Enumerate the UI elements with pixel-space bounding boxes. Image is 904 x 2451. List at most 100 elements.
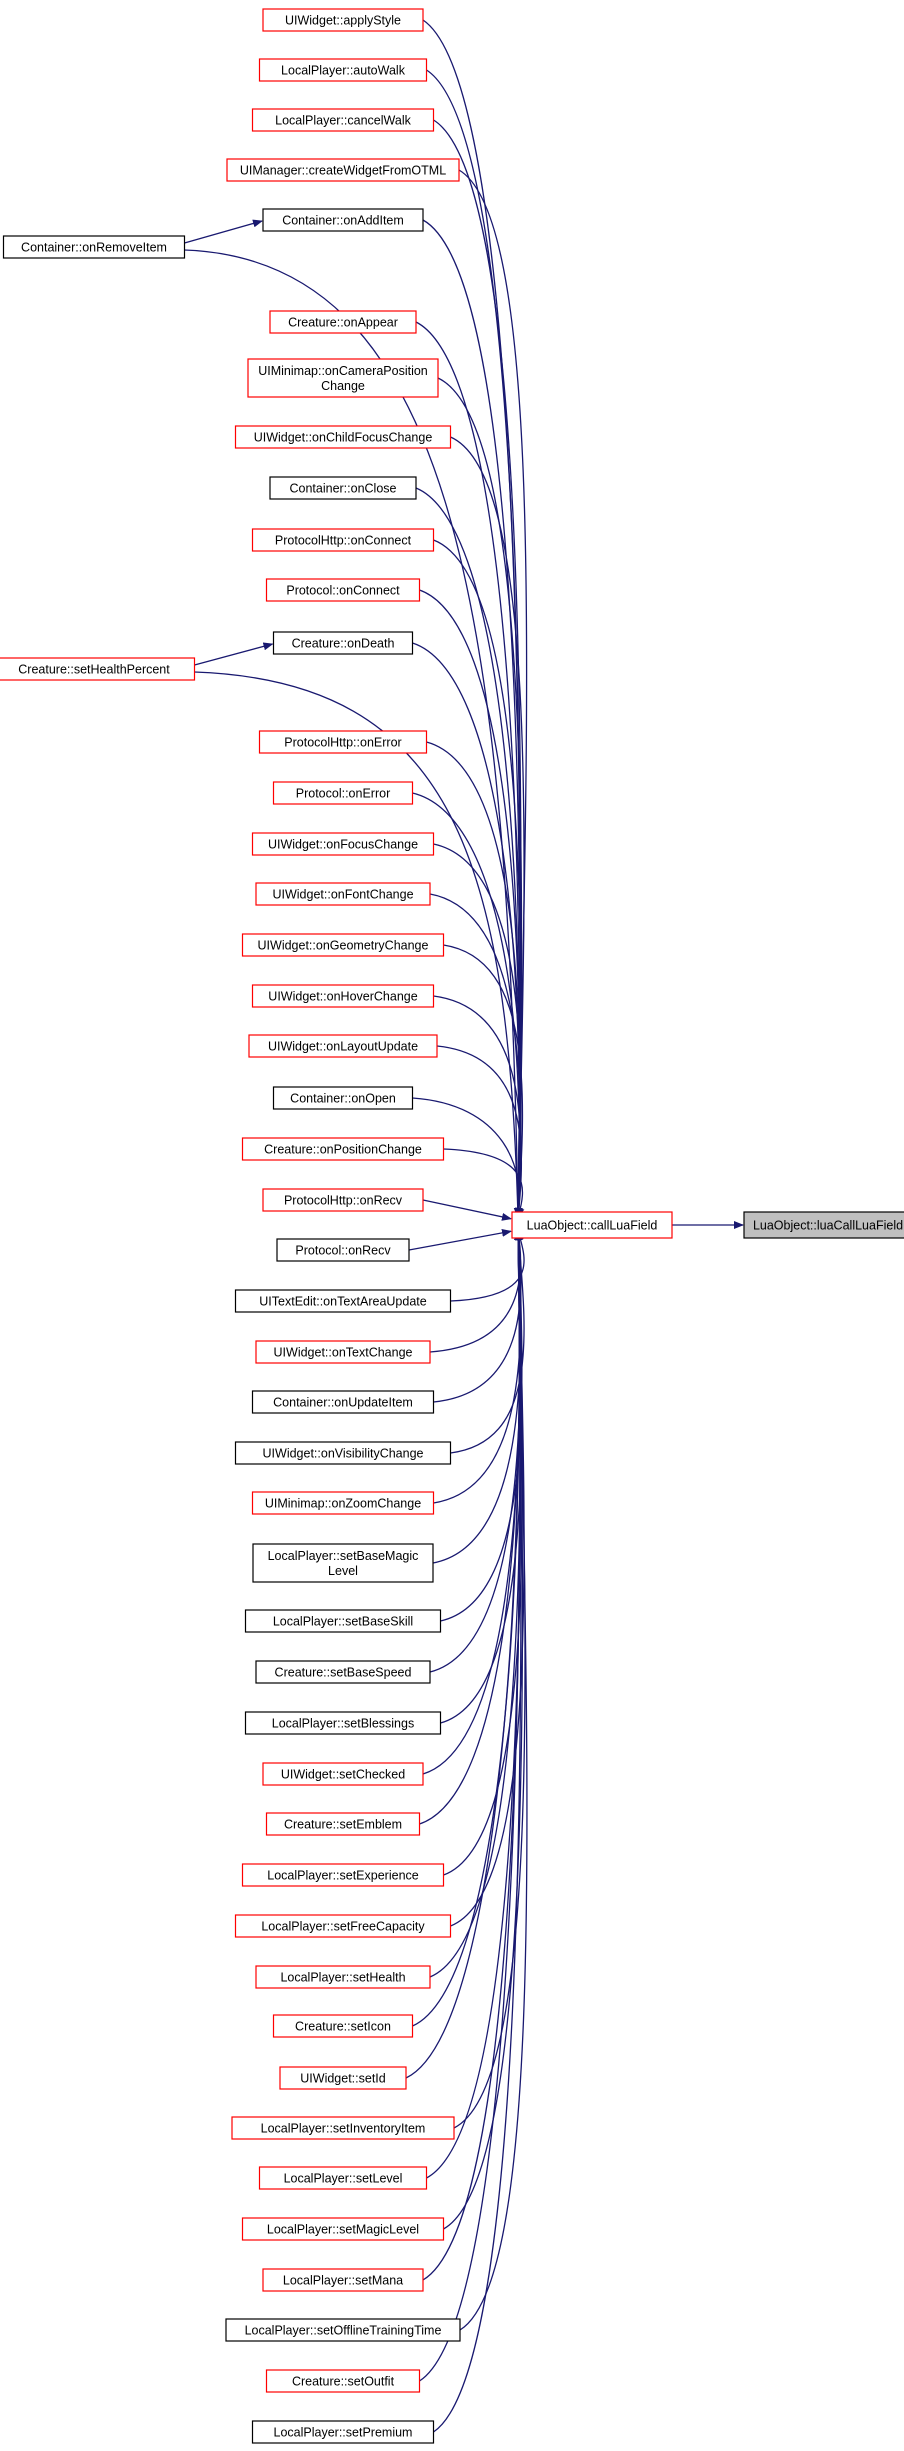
caller-node-uimanager_createwidgetfromotml[interactable]: UIManager::createWidgetFromOTML (226, 158, 460, 182)
node-label: ProtocolHttp::onRecv (284, 1194, 403, 1208)
caller-node-creature_setoutfit[interactable]: Creature::setOutfit (265, 2369, 421, 2393)
node-box (269, 310, 417, 334)
node-label: LocalPlayer::setExperience (267, 1869, 419, 1883)
caller-node-creature_onappear[interactable]: Creature::onAppear (269, 310, 417, 334)
node-box (248, 1034, 438, 1058)
caller-node-creature_ondeath[interactable]: Creature::onDeath (272, 631, 414, 655)
node-label: UIWidget::onHoverChange (268, 990, 417, 1004)
node-box (258, 2166, 428, 2190)
node-label: LocalPlayer::setMagicLevel (267, 2223, 419, 2237)
caller-node-uiwidget_onhoverchange[interactable]: UIWidget::onHoverChange (251, 984, 435, 1008)
caller-node-container_onclose[interactable]: Container::onClose (269, 476, 417, 500)
caller-node-localplayer_setmagiclevel[interactable]: LocalPlayer::setMagicLevel (241, 2217, 445, 2241)
edge-localplayer_setpremium (433, 1230, 523, 2433)
edge-protocol_onrecv (408, 1228, 512, 1251)
caller-node-localplayer_sethealth[interactable]: LocalPlayer::setHealth (255, 1965, 431, 1989)
node-label: UIWidget::onFontChange (272, 888, 413, 902)
caller-node-uitextedit_ontextareaupdate[interactable]: UITextEdit::onTextAreaUpdate (234, 1289, 452, 1313)
node-box (269, 476, 417, 500)
node-box (262, 1188, 424, 1212)
caller-node-creature_setbasespeed[interactable]: Creature::setBaseSpeed (255, 1660, 431, 1684)
caller-node-localplayer_cancelwalk[interactable]: LocalPlayer::cancelWalk (251, 108, 435, 132)
caller-node-uiwidget_onvisibilitychange[interactable]: UIWidget::onVisibilityChange (234, 1441, 452, 1465)
caller-node-protocolhttp_onerror[interactable]: ProtocolHttp::onError (258, 730, 428, 754)
caller-node-uiwidget_ontextchange[interactable]: UIWidget::onTextChange (255, 1340, 431, 1364)
node-label: Level (328, 1564, 358, 1578)
edge-creature_sethealthpercent-to-center (194, 671, 522, 1218)
caller-node-protocol_onerror[interactable]: Protocol::onError (272, 781, 414, 805)
node-box (251, 1390, 435, 1414)
caller-node-creature_onpositionchange[interactable]: Creature::onPositionChange (241, 1137, 445, 1161)
caller-node-protocolhttp_onrecv[interactable]: ProtocolHttp::onRecv (262, 1188, 424, 1212)
caller-node-uiwidget_setid[interactable]: UIWidget::setId (279, 2066, 407, 2090)
caller-node-container_onadditem[interactable]: Container::onAddItem (262, 208, 424, 232)
node-box (272, 1086, 414, 1110)
node-label: UITextEdit::onTextAreaUpdate (259, 1295, 426, 1309)
caller-node-uiwidget_ongeometrychange[interactable]: UIWidget::onGeometryChange (241, 933, 445, 957)
node-label: Creature::setIcon (295, 2020, 391, 2034)
caller-node-localplayer_setmana[interactable]: LocalPlayer::setMana (262, 2268, 424, 2292)
center-node[interactable]: LuaObject::callLuaField (511, 1211, 673, 1239)
caller-node-localplayer_setfreecapacity[interactable]: LocalPlayer::setFreeCapacity (234, 1914, 452, 1938)
node-label: UIMinimap::onCameraPosition (258, 364, 428, 378)
edge-uiwidget_onhoverchange (433, 995, 523, 1218)
node-label: UIWidget::onVisibilityChange (263, 1447, 424, 1461)
caller-node-localplayer_setofflinetrainingtime[interactable]: LocalPlayer::setOfflineTrainingTime (225, 2318, 461, 2342)
caller-node-creature_setemblem[interactable]: Creature::setEmblem (265, 1812, 421, 1836)
node-box (251, 832, 435, 856)
caller-node-localplayer_setexperience[interactable]: LocalPlayer::setExperience (241, 1863, 445, 1887)
node-box (262, 1762, 424, 1786)
node-box (255, 1965, 431, 1989)
caller-node-container_onupdateitem[interactable]: Container::onUpdateItem (251, 1390, 435, 1414)
node-box (231, 2116, 455, 2140)
node-label: Container::onUpdateItem (273, 1396, 413, 1410)
caller-node-localplayer_setblessings[interactable]: LocalPlayer::setBlessings (244, 1711, 442, 1735)
node-box (255, 1660, 431, 1684)
node-label: LocalPlayer::setMana (283, 2274, 403, 2288)
node-box (511, 1211, 673, 1239)
edge-creature_setoutfit (419, 1230, 523, 2382)
node-label: Container::onOpen (290, 1092, 396, 1106)
node-label: UIWidget::setId (300, 2072, 385, 2086)
outer-node-creature_sethealthpercent[interactable]: Creature::setHealthPercent (0, 657, 196, 681)
caller-node-uiwidget_onfontchange[interactable]: UIWidget::onFontChange (255, 882, 431, 906)
caller-node-uiwidget_onlayoutupdate[interactable]: UIWidget::onLayoutUpdate (248, 1034, 438, 1058)
node-box (743, 1211, 904, 1239)
node-label: LocalPlayer::autoWalk (281, 64, 406, 78)
caller-node-localplayer_setpremium[interactable]: LocalPlayer::setPremium (251, 2420, 435, 2444)
caller-node-protocol_onconnect[interactable]: Protocol::onConnect (265, 578, 421, 602)
caller-node-localplayer_setbaseskill[interactable]: LocalPlayer::setBaseSkill (244, 1609, 442, 1633)
node-label: UIWidget::onTextChange (274, 1346, 413, 1360)
caller-node-localplayer_setinventoryitem[interactable]: LocalPlayer::setInventoryItem (231, 2116, 455, 2140)
caller-node-protocol_onrecv[interactable]: Protocol::onRecv (276, 1238, 410, 1262)
node-box (251, 984, 435, 1008)
edge-localplayer_setofflinetrainingtime (459, 1230, 528, 2331)
node-box (247, 358, 439, 398)
caller-node-creature_seticon[interactable]: Creature::setIcon (272, 2014, 414, 2038)
caller-node-uiminimap_onzoomchange[interactable]: UIMinimap::onZoomChange (251, 1491, 435, 1515)
node-label: Container::onClose (289, 482, 396, 496)
caller-node-localplayer_autowalk[interactable]: LocalPlayer::autoWalk (258, 58, 428, 82)
node-box (234, 1441, 452, 1465)
caller-node-uiwidget_setchecked[interactable]: UIWidget::setChecked (262, 1762, 424, 1786)
outer-node-container_onremoveitem[interactable]: Container::onRemoveItem (2, 235, 186, 259)
node-label: ProtocolHttp::onError (284, 736, 401, 750)
node-label: Protocol::onRecv (295, 1244, 391, 1258)
node-label: Container::onRemoveItem (21, 241, 167, 255)
caller-node-uiwidget_applystyle[interactable]: UIWidget::applyStyle (262, 8, 424, 32)
node-box (265, 2369, 421, 2393)
caller-node-uiwidget_onfocuschange[interactable]: UIWidget::onFocusChange (251, 832, 435, 856)
target-node[interactable]: LuaObject::luaCallLuaField (743, 1211, 904, 1239)
edge-uiwidget_setid (405, 1230, 523, 2079)
node-label: LocalPlayer::setPremium (274, 2426, 413, 2440)
caller-node-container_onopen[interactable]: Container::onOpen (272, 1086, 414, 1110)
caller-node-uiwidget_onchildfocuschange[interactable]: UIWidget::onChildFocusChange (234, 425, 452, 449)
edge-protocolhttp_onrecv (422, 1199, 512, 1221)
node-label: UIWidget::onLayoutUpdate (268, 1040, 418, 1054)
node-label: ProtocolHttp::onConnect (275, 534, 412, 548)
caller-node-localplayer_setlevel[interactable]: LocalPlayer::setLevel (258, 2166, 428, 2190)
caller-node-protocolhttp_onconnect[interactable]: ProtocolHttp::onConnect (251, 528, 435, 552)
call-edges (184, 19, 744, 2433)
